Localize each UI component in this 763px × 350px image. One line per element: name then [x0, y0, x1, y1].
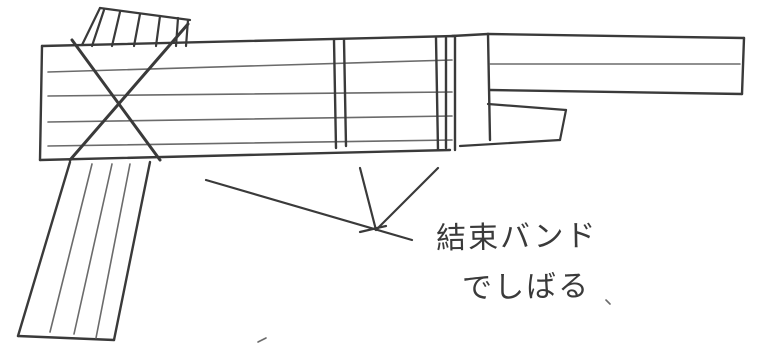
- trigger-strap: [204, 166, 440, 242]
- annotation-line-1: 結束バンド: [435, 218, 598, 257]
- grip: [16, 160, 152, 342]
- annotation-line-2: でしばる: [461, 268, 591, 307]
- body-bands: [332, 36, 448, 152]
- stray-marks: [257, 299, 611, 343]
- x-wrap: [68, 22, 190, 162]
- body-bundle: [38, 34, 457, 162]
- cable-tie-mark-icon: [358, 224, 388, 234]
- barrel: [450, 32, 746, 142]
- lower-frame: [458, 102, 568, 148]
